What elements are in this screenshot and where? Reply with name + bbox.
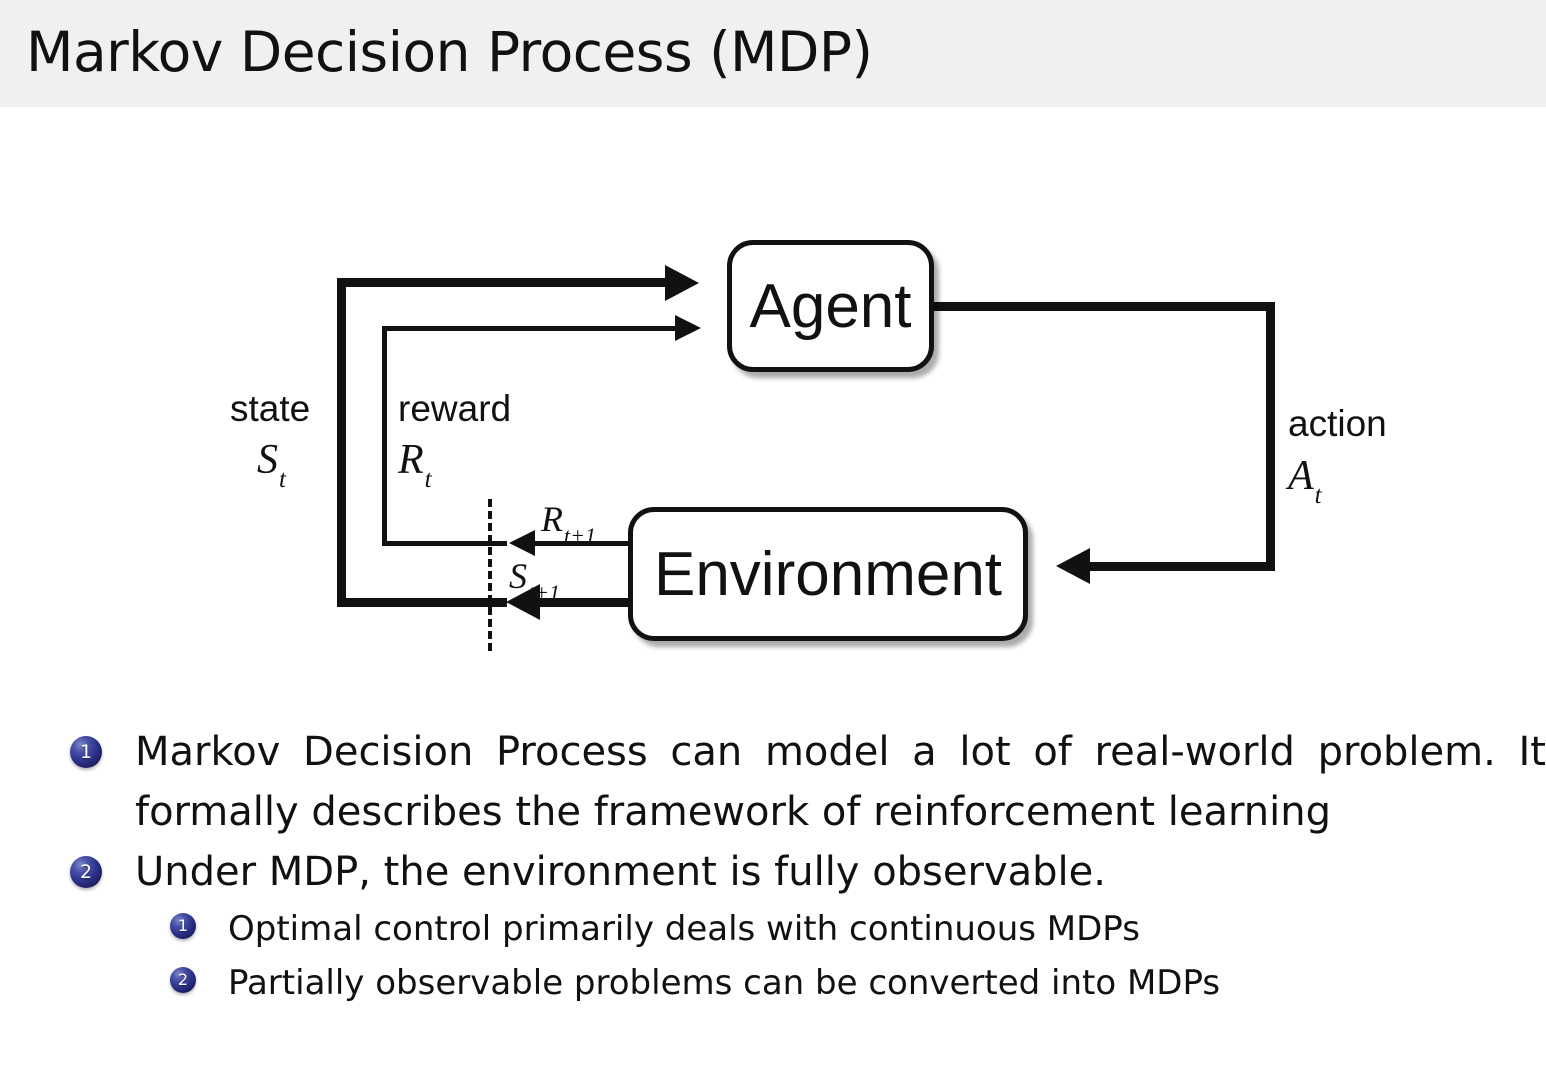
bullet-number-badge: 2 (70, 856, 102, 888)
state-symbol-base: S (257, 437, 278, 483)
next-state-label-symbol: St+1 (509, 554, 560, 611)
list-item: 1 Markov Decision Process can model a lo… (0, 722, 1546, 842)
action-symbol-subscript: t (1314, 482, 1322, 510)
state-arrowhead (665, 265, 699, 301)
action-symbol-base: A (1288, 453, 1314, 499)
next-state-symbol-subscript: t+1 (528, 580, 560, 606)
environment-node-label: Environment (653, 539, 1003, 609)
sub-list-item-label: Partially observable problems can be con… (228, 963, 1221, 1003)
sub-bullet-number-badge: 1 (170, 913, 196, 939)
sub-bullet-number-badge: 2 (170, 967, 196, 993)
reward-arrowhead (675, 315, 701, 341)
action-edge-right-segment (1266, 302, 1275, 569)
next-reward-label-symbol: Rt+1 (541, 497, 596, 554)
next-state-symbol-base: S (509, 556, 527, 596)
agent-node-label: Agent (749, 271, 912, 341)
slide-header-bar: Markov Decision Process (MDP) (0, 0, 1546, 107)
state-label-word: state (230, 388, 311, 429)
action-label-symbol: At (1288, 453, 1322, 513)
next-state-edge (540, 598, 635, 607)
reward-edge-left-segment (382, 326, 387, 546)
next-reward-symbol-base: R (541, 499, 563, 539)
reward-symbol-subscript: t (424, 466, 432, 494)
reward-edge-top-segment (382, 326, 677, 331)
bullet-number-badge: 1 (70, 736, 102, 768)
reward-label-symbol: Rt (398, 437, 432, 497)
state-label-symbol: St (257, 437, 286, 497)
reward-edge-bottom-segment (382, 541, 507, 546)
timestep-divider-dashed-line (488, 499, 492, 651)
reward-label-word: reward (398, 388, 512, 429)
action-label-word: action (1288, 403, 1387, 444)
action-edge-bottom-segment (1090, 562, 1275, 571)
list-item-line-1: Markov Decision Process can model a lot … (135, 729, 1546, 775)
list-item: 2 Under MDP, the environment is fully ob… (0, 842, 1546, 902)
next-state-arrowhead (506, 584, 540, 620)
next-reward-arrowhead (509, 530, 535, 556)
agent-environment-diagram: Agent Environment state St reward Rt act… (0, 107, 1546, 722)
environment-node: Environment (628, 507, 1028, 641)
action-arrowhead (1056, 548, 1090, 584)
sub-list-item-label: Optimal control primarily deals with con… (228, 909, 1140, 949)
agent-node: Agent (727, 240, 934, 372)
state-edge-top-segment (337, 278, 667, 287)
next-reward-edge (535, 541, 635, 546)
next-reward-symbol-subscript: t+1 (564, 523, 596, 549)
list-item-line-2: formally describes the framework of rein… (135, 789, 1331, 835)
reward-symbol-base: R (398, 437, 424, 483)
sub-list-item: 2 Partially observable problems can be c… (0, 956, 1546, 1010)
list-item-line-1: Under MDP, the environment is fully obse… (135, 849, 1106, 895)
state-edge-left-segment (337, 278, 346, 607)
sub-list-item: 1 Optimal control primarily deals with c… (0, 902, 1546, 956)
action-edge-top-segment (930, 302, 1275, 311)
state-symbol-subscript: t (279, 466, 286, 494)
state-edge-bottom-segment (337, 598, 507, 607)
bullet-list: 1 Markov Decision Process can model a lo… (0, 722, 1546, 1010)
page-title: Markov Decision Process (MDP) (26, 20, 873, 84)
